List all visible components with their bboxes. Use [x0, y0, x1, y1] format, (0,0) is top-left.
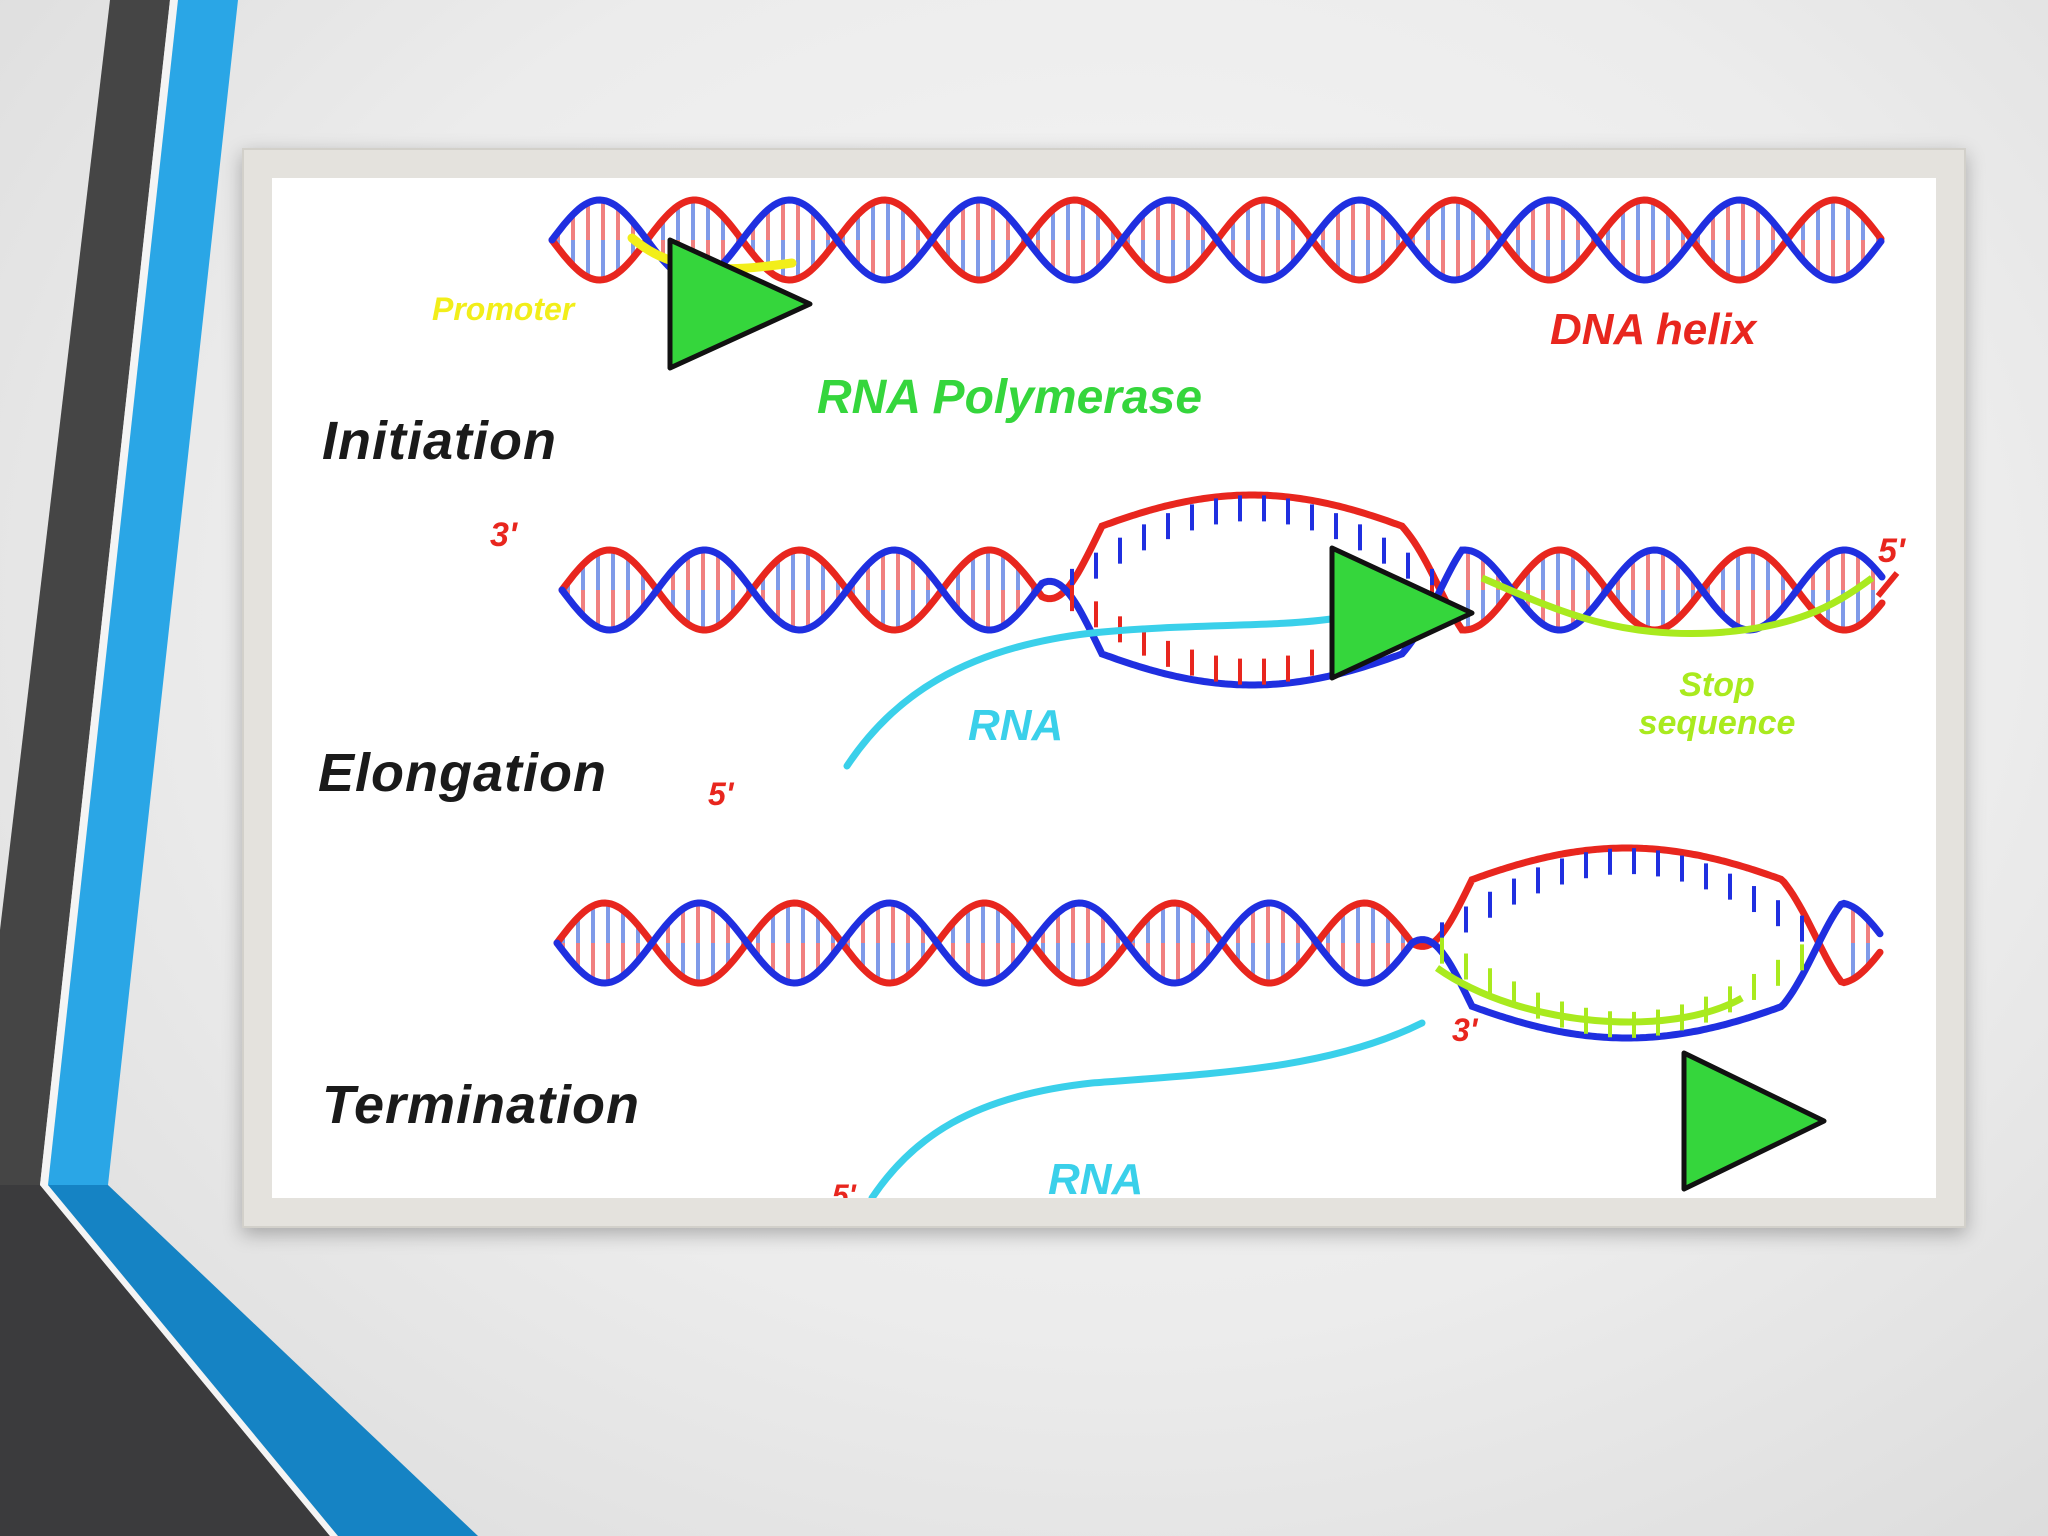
dark-stripe-diagonal — [0, 1185, 330, 1536]
blue-stripe-vertical — [48, 0, 238, 1185]
picture-frame: Promoter DNA helix RNA Polymerase Initia… — [242, 148, 1966, 1228]
promoter-label: Promoter — [432, 291, 575, 327]
five-prime-label-right: 5' — [1878, 532, 1905, 570]
five-prime-label-termination: 5' — [832, 1179, 856, 1199]
white-stripe-diagonal — [40, 1185, 338, 1536]
elongation-label: Elongation — [318, 743, 607, 803]
rna-label-termination: RNA — [1048, 1155, 1144, 1199]
rna-transcript-elongation — [843, 614, 1342, 770]
dna-strand-blue — [548, 196, 1885, 284]
dna-helix-elongation — [558, 491, 1886, 689]
stop-sequence-line1: Stop — [1679, 666, 1755, 704]
white-stripe-vertical — [40, 0, 178, 1185]
rna-transcript-termination — [868, 1019, 1426, 1198]
stop-sequence-segment — [1480, 574, 1875, 638]
dna-strand-blue — [553, 899, 1884, 1042]
five-prime-strand-tick — [1875, 571, 1900, 598]
dna-strand-red — [558, 491, 1886, 634]
dna-strand-blue — [558, 546, 1886, 689]
three-prime-label-left: 3' — [490, 516, 517, 554]
rna-label-elongation: RNA — [968, 701, 1064, 750]
rna-polymerase-label: RNA Polymerase — [817, 371, 1203, 424]
dna-strand-red — [553, 844, 1884, 987]
initiation-label: Initiation — [322, 411, 557, 471]
rna-polymerase-elongation-icon — [1329, 545, 1475, 681]
dna-transcription-diagram — [548, 196, 1900, 1198]
stop-sequence-label: Stop sequence — [1597, 668, 1837, 740]
three-prime-label-termination: 3' — [1452, 1012, 1478, 1048]
five-prime-rna-label: 5' — [708, 776, 734, 812]
rna-polymerase-released-icon — [1681, 1050, 1827, 1192]
blue-stripe-diagonal — [48, 1185, 478, 1536]
rna-polymerase-initiation-icon — [667, 237, 813, 371]
diagram-overlays — [627, 233, 1900, 1198]
stop-sequence-line2: sequence — [1638, 704, 1796, 742]
dna-helix-termination — [553, 844, 1884, 1042]
dark-stripe-vertical — [0, 0, 170, 1185]
transcription-diagram-panel: Promoter DNA helix RNA Polymerase Initia… — [272, 178, 1936, 1198]
termination-stop-segment — [1434, 965, 1744, 1026]
dna-helix-label: DNA helix — [1550, 305, 1757, 354]
termination-label: Termination — [322, 1075, 641, 1135]
